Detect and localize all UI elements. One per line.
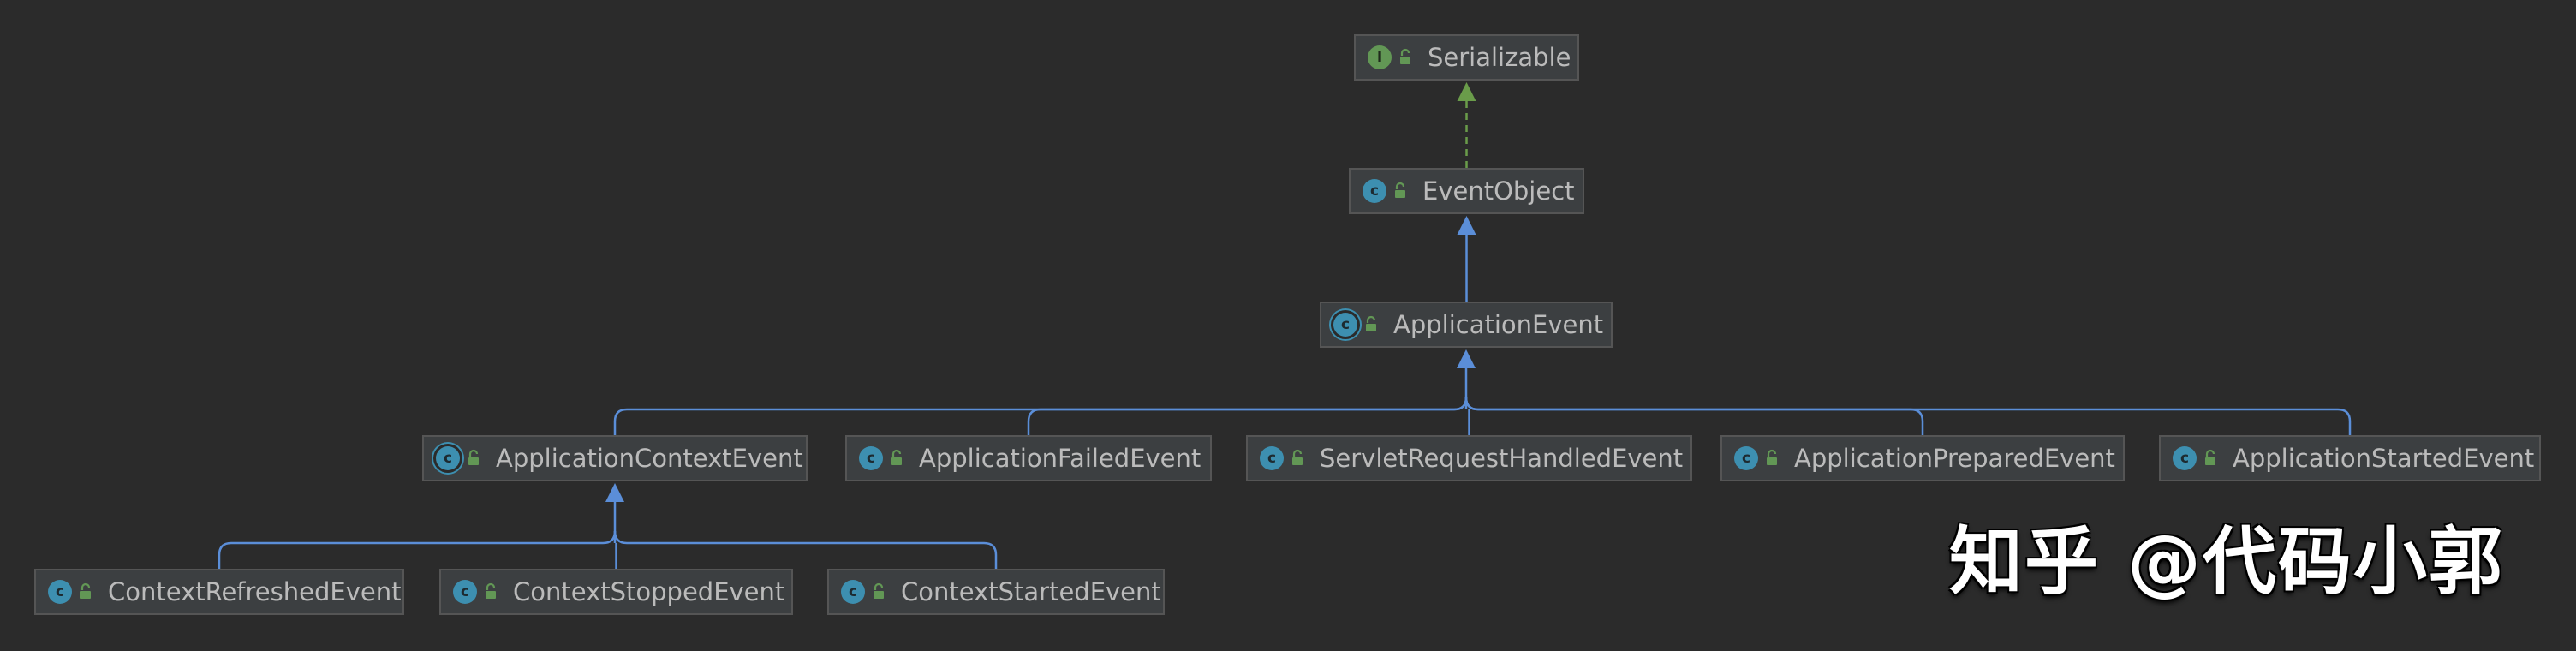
- class-node-application-failed-event[interactable]: c ApplicationFailedEvent: [845, 435, 1212, 481]
- interface-icon: I: [1368, 45, 1392, 69]
- class-node-application-context-event[interactable]: c ApplicationContextEvent: [422, 435, 808, 481]
- class-icon: c: [841, 580, 865, 604]
- class-node-context-started-event[interactable]: c ContextStartedEvent: [827, 569, 1165, 615]
- class-name: ApplicationContextEvent: [496, 443, 803, 473]
- class-icon: c: [1363, 179, 1386, 203]
- arrowhead-serializable: [1457, 82, 1476, 101]
- public-access-icon: [1763, 449, 1782, 468]
- abstract-class-icon: c: [1333, 313, 1357, 337]
- class-name: ContextStoppedEvent: [513, 576, 785, 606]
- public-access-icon: [77, 582, 96, 601]
- relation-group-serializable: [1457, 82, 1476, 168]
- class-icon: c: [1734, 446, 1758, 470]
- class-icon: c: [1260, 446, 1284, 470]
- class-icon: c: [2173, 446, 2197, 470]
- class-name: ApplicationStartedEvent: [2233, 443, 2535, 473]
- public-access-icon: [1363, 315, 1381, 334]
- class-node-application-event[interactable]: c ApplicationEvent: [1320, 302, 1613, 348]
- edge-context-started-event-to-application-context-event: [613, 530, 998, 569]
- relation-group-application-event: [613, 349, 2352, 435]
- arrowhead-application-event: [1457, 349, 1476, 368]
- edge-application-prepared-event-to-application-event: [1464, 397, 1924, 435]
- public-access-icon: [1397, 48, 1416, 67]
- class-name: Serializable: [1428, 42, 1571, 72]
- class-node-serializable[interactable]: I Serializable: [1354, 34, 1579, 81]
- public-access-icon: [870, 582, 889, 601]
- class-node-application-prepared-event[interactable]: c ApplicationPreparedEvent: [1720, 435, 2125, 481]
- class-name: ApplicationPreparedEvent: [1794, 443, 2115, 473]
- edge-application-started-event-to-application-event: [1464, 397, 2352, 435]
- edge-context-refreshed-event-to-application-context-event: [218, 530, 617, 569]
- public-access-icon: [465, 449, 484, 468]
- public-access-icon: [482, 582, 501, 601]
- class-name: ApplicationEvent: [1393, 309, 1604, 339]
- class-node-context-refreshed-event[interactable]: c ContextRefreshedEvent: [34, 569, 404, 615]
- relation-group-event-object: [1457, 216, 1476, 302]
- public-access-icon: [888, 449, 907, 468]
- arrowhead-application-context-event: [605, 483, 624, 502]
- public-access-icon: [1289, 449, 1308, 468]
- class-name: ContextRefreshedEvent: [108, 576, 402, 606]
- class-name: ApplicationFailedEvent: [919, 443, 1202, 473]
- class-name: ContextStartedEvent: [901, 576, 1161, 606]
- edge-application-context-event-to-application-event: [613, 397, 1468, 435]
- arrowhead-event-object: [1457, 216, 1476, 235]
- class-node-application-started-event[interactable]: c ApplicationStartedEvent: [2159, 435, 2541, 481]
- class-node-servlet-request-handled-event[interactable]: c ServletRequestHandledEvent: [1246, 435, 1692, 481]
- class-name: EventObject: [1422, 176, 1575, 206]
- class-node-event-object[interactable]: c EventObject: [1349, 168, 1584, 214]
- class-node-context-stopped-event[interactable]: c ContextStoppedEvent: [439, 569, 793, 615]
- public-access-icon: [2202, 449, 2221, 468]
- class-icon: c: [453, 580, 477, 604]
- abstract-class-icon: c: [436, 446, 460, 470]
- class-icon: c: [48, 580, 72, 604]
- public-access-icon: [1392, 182, 1410, 200]
- edge-application-failed-event-to-application-event: [1027, 397, 1468, 435]
- relation-group-application-context-event: [218, 483, 998, 569]
- class-name: ServletRequestHandledEvent: [1320, 443, 1684, 473]
- watermark: 知乎 @代码小郭: [1949, 519, 2504, 605]
- class-icon: c: [859, 446, 883, 470]
